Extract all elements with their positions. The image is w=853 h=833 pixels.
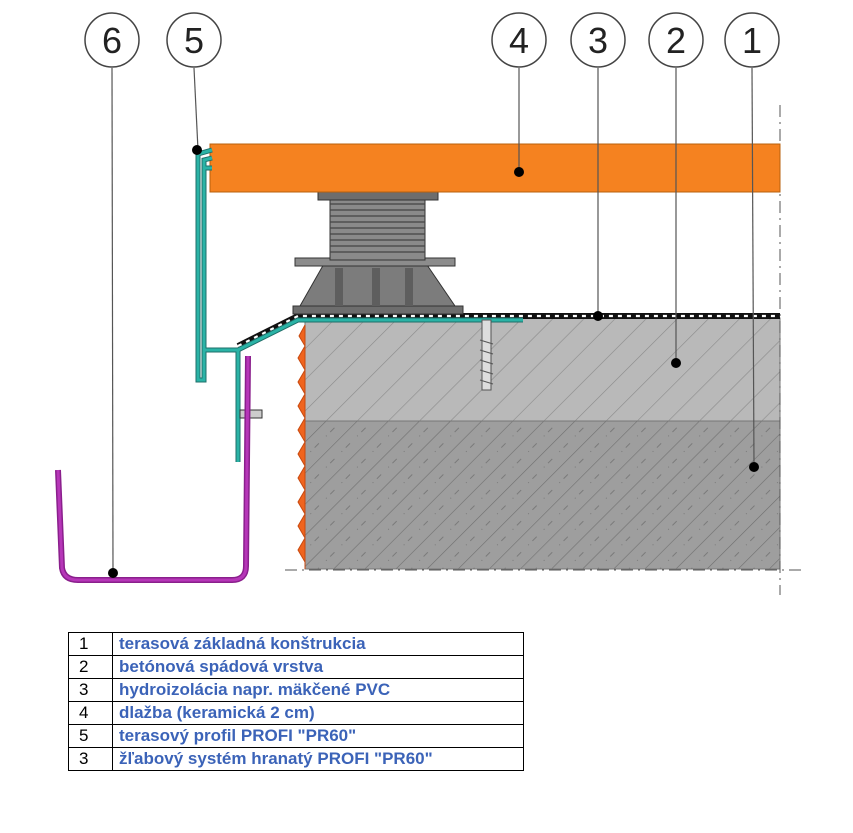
callout-label-4: 4 <box>509 20 529 61</box>
ceramic-tile <box>209 143 781 193</box>
leader-line-6 <box>111 67 114 574</box>
legend-row: 2 betónová spádová vrstva <box>68 655 524 679</box>
callout-circle-5 <box>166 12 222 68</box>
rectangular-gutter <box>55 355 251 583</box>
callout-circle-4 <box>491 12 547 68</box>
leader-dot-3 <box>593 311 603 321</box>
callout-label-1: 1 <box>742 20 762 61</box>
legend-number: 2 <box>68 655 113 679</box>
callout-circle-1 <box>724 12 780 68</box>
legend-description: hydroizolácia napr. mäkčené PVC <box>112 678 524 702</box>
legend-row: 5 terasový profil PROFI "PR60" <box>68 724 524 748</box>
legend-number: 1 <box>68 632 113 656</box>
leader-dot-4 <box>514 167 524 177</box>
legend-description: žľabový systém hranatý PROFI "PR60" <box>112 747 524 771</box>
adjustable-pedestal <box>292 176 464 315</box>
callout-circle-3 <box>570 12 626 68</box>
legend-table: 1 terasová základná konštrukcia 2 betóno… <box>68 632 524 771</box>
concrete-slope-layer <box>304 317 781 422</box>
legend-row: 1 terasová základná konštrukcia <box>68 632 524 656</box>
legend-number: 5 <box>68 724 113 748</box>
leader-dot-5 <box>192 145 202 155</box>
callout-circle-2 <box>648 12 704 68</box>
leader-dot-1 <box>749 462 759 472</box>
legend-row: 3 hydroizolácia napr. mäkčené PVC <box>68 678 524 702</box>
legend-number: 3 <box>68 678 113 702</box>
gutter-clip-screw <box>239 409 263 419</box>
waterproofing-membrane-dots <box>237 314 780 347</box>
edge-insulation-strip <box>297 324 306 569</box>
leader-dot-2 <box>671 358 681 368</box>
legend-description: betónová spádová vrstva <box>112 655 524 679</box>
callout-label-2: 2 <box>666 20 686 61</box>
leader-dot-6 <box>108 568 118 578</box>
terrace-edge-detail-diagram: 6 5 4 3 2 1 <box>55 12 805 595</box>
legend-row: 4 dlažba (keramická 2 cm) <box>68 701 524 725</box>
legend-description: terasový profil PROFI "PR60" <box>112 724 524 748</box>
legend-number: 3 <box>68 747 113 771</box>
anchor-screw <box>479 319 494 391</box>
legend-description: dlažba (keramická 2 cm) <box>112 701 524 725</box>
base-structure-layer <box>304 420 781 570</box>
legend-row: 3 žľabový systém hranatý PROFI "PR60" <box>68 747 524 771</box>
callout-circle-6 <box>84 12 140 68</box>
callout-label-6: 6 <box>102 20 122 61</box>
leader-line-1 <box>751 67 755 468</box>
callout-label-3: 3 <box>588 20 608 61</box>
legend-description: terasová základná konštrukcia <box>112 632 524 656</box>
callout-label-5: 5 <box>184 20 204 61</box>
leader-line-5 <box>193 67 199 151</box>
legend-number: 4 <box>68 701 113 725</box>
